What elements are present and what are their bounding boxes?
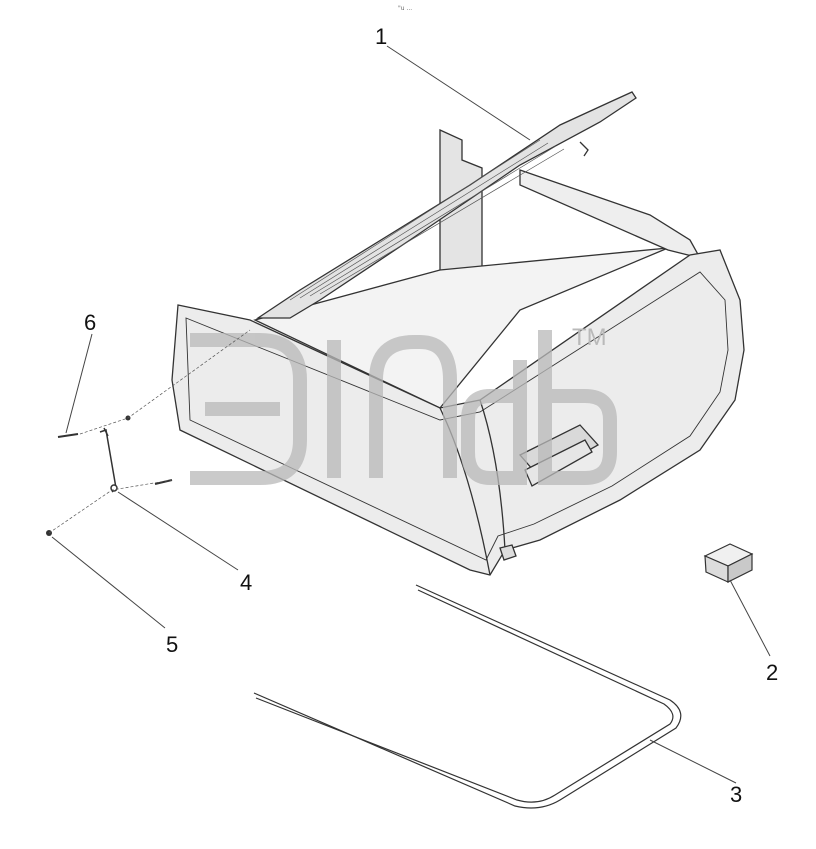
watermark-tm: TM [572, 324, 607, 351]
callout-label-6: 6 [84, 310, 97, 335]
callout-label-1: 1 [375, 24, 388, 49]
foam-pad-part-2 [703, 543, 754, 583]
assembly-lines [48, 329, 251, 534]
watermark-logo [190, 330, 617, 485]
callout-label-2: 2 [766, 660, 779, 685]
pin-part-6 [57, 433, 79, 438]
leader-lines [51, 45, 771, 784]
hinge-rod-part-4 [99, 427, 118, 493]
callout-label-3: 3 [730, 782, 743, 807]
callout-label-5: 5 [166, 632, 179, 657]
pin-part-4b [154, 479, 173, 485]
seal-strip-part-3 [253, 584, 682, 809]
callout-label-4: 4 [240, 570, 253, 595]
corner-note: "u ... [398, 5, 413, 12]
